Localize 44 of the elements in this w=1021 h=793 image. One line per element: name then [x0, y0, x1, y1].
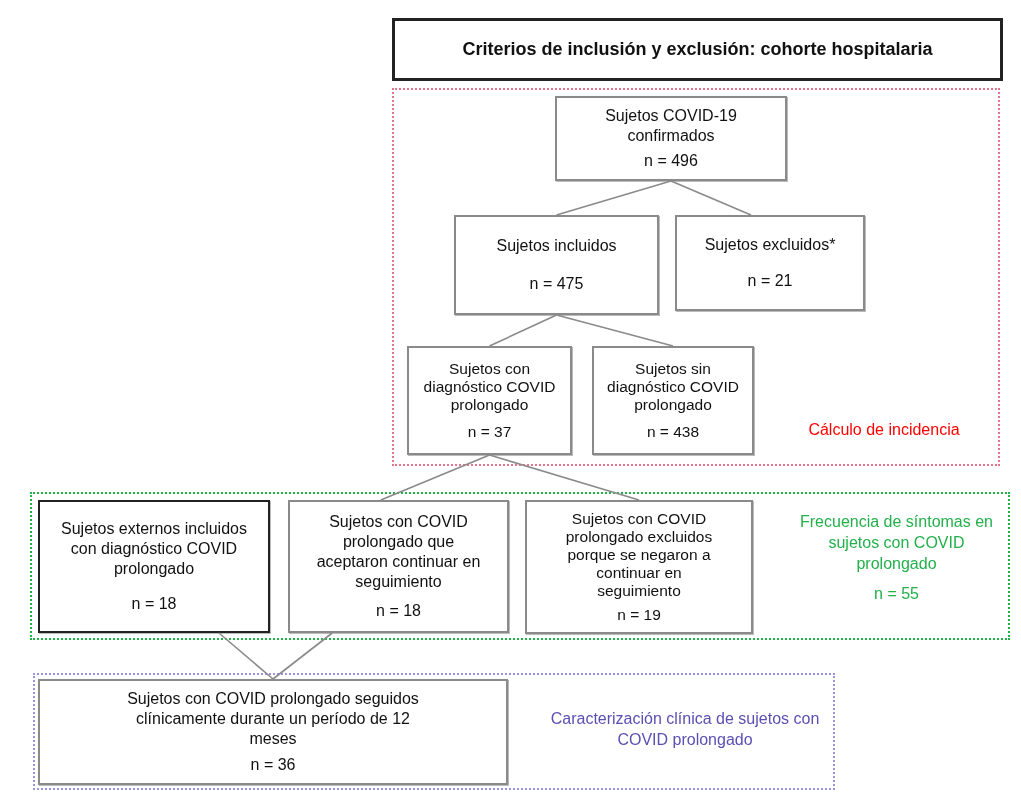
process-box — [592, 346, 754, 455]
count-label: n = 19 — [617, 605, 661, 624]
count-label: n = 37 — [467, 423, 512, 442]
process-box — [454, 215, 659, 315]
connector-line — [555, 180, 672, 216]
box-label: Sujetos incluidos — [496, 236, 617, 257]
process-box — [555, 96, 787, 181]
group-label: Frecuencia de síntomas en sujetos con COVID prolongado — [799, 512, 994, 574]
process-box — [407, 346, 572, 455]
box-label: Sujetos con diagnóstico COVID prolongado — [422, 359, 557, 414]
box-label: Sujetos con COVID prolongado seguidos clínicamente durante un período de 12 meses — [126, 689, 420, 749]
count-label: n = 36 — [250, 755, 296, 775]
box-label: Sujetos COVID-19 confirmados — [604, 105, 738, 146]
box-label: Sujetos con COVID prolongado excluidos porque se negaron a continuar en seguimiento — [564, 510, 714, 600]
connector-line — [670, 180, 752, 216]
count-label: n = 18 — [131, 594, 177, 614]
dotted-group-region — [33, 673, 835, 790]
title-box — [392, 18, 1003, 81]
connector-line — [218, 632, 274, 680]
box-label: Sujetos con COVID prolongado que aceptaron continuar en seguimiento — [315, 512, 482, 593]
dotted-group-region — [392, 88, 1000, 466]
count-label: n = 475 — [529, 273, 584, 294]
group-label: Caracterización clínica de sujetos con COVID prolongado — [550, 709, 820, 750]
box-label: Sujetos externos incluidos con diagnóstico COVID prolongado — [60, 519, 248, 579]
count-label: n = 55 — [874, 584, 919, 605]
process-box — [38, 500, 270, 633]
group-label: Cálculo de incidencia — [808, 420, 960, 440]
count-label: n = 496 — [644, 151, 698, 172]
count-label: n = 18 — [376, 600, 421, 621]
dotted-group-region — [30, 492, 1010, 640]
box-label: Sujetos excluidos* — [704, 235, 836, 255]
connector-line — [272, 632, 333, 680]
box-label: Sujetos sin diagnóstico COVID prolongado — [606, 359, 740, 414]
count-label: n = 21 — [747, 271, 793, 291]
process-box — [288, 500, 509, 633]
process-box — [525, 500, 753, 634]
process-box — [38, 679, 508, 785]
connector-line — [380, 454, 491, 501]
connector-line — [488, 314, 558, 347]
connector-line — [555, 314, 674, 347]
connector-line — [488, 454, 640, 501]
count-label: n = 438 — [646, 423, 700, 442]
title-text: Criterios de inclusión y exclusión: cohorte hospitalaria — [462, 39, 933, 60]
process-box — [675, 215, 865, 311]
